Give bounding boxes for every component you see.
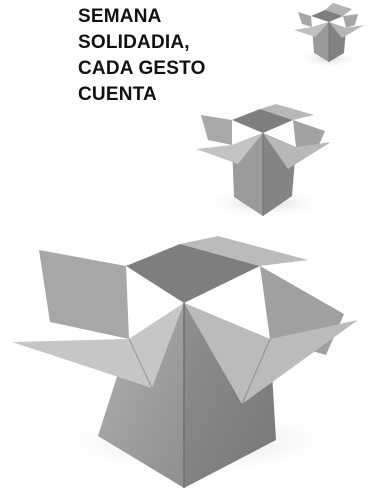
campaign-headline: SEMANA SOLIDADIA, CADA GESTO CUENTA [78, 4, 268, 108]
open-cardboard-box-large-icon [12, 236, 358, 488]
headline-line-2: SOLIDADIA, [78, 32, 190, 53]
headline-line-3: CADA GESTO [78, 58, 206, 79]
headline-line-1: SEMANA [78, 6, 162, 27]
open-cardboard-box-medium-icon [196, 104, 331, 219]
headline-line-4: CUENTA [78, 84, 157, 105]
open-cardboard-box-small-icon [294, 3, 364, 68]
